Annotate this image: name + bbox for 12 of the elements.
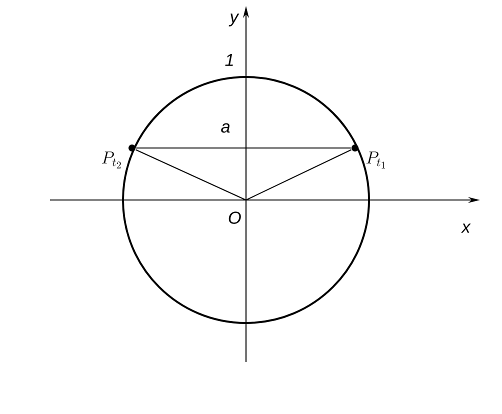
line-segment bbox=[136, 149, 246, 200]
axis-label: y bbox=[228, 14, 240, 26]
point: $P_{t_1}$ bbox=[352, 144, 385, 168]
line-segment bbox=[246, 149, 352, 200]
axis-label: x bbox=[461, 224, 471, 233]
node-label: $P_{t_1}$ bbox=[366, 152, 385, 168]
node-label: $P_{t_2}$ bbox=[102, 152, 121, 168]
point: $P_{t_2}$ bbox=[102, 144, 136, 168]
point: O bbox=[228, 212, 241, 224]
axis-label: a bbox=[221, 123, 230, 133]
axis-label: 1 bbox=[225, 54, 233, 66]
line-segment bbox=[136, 147, 351, 149]
